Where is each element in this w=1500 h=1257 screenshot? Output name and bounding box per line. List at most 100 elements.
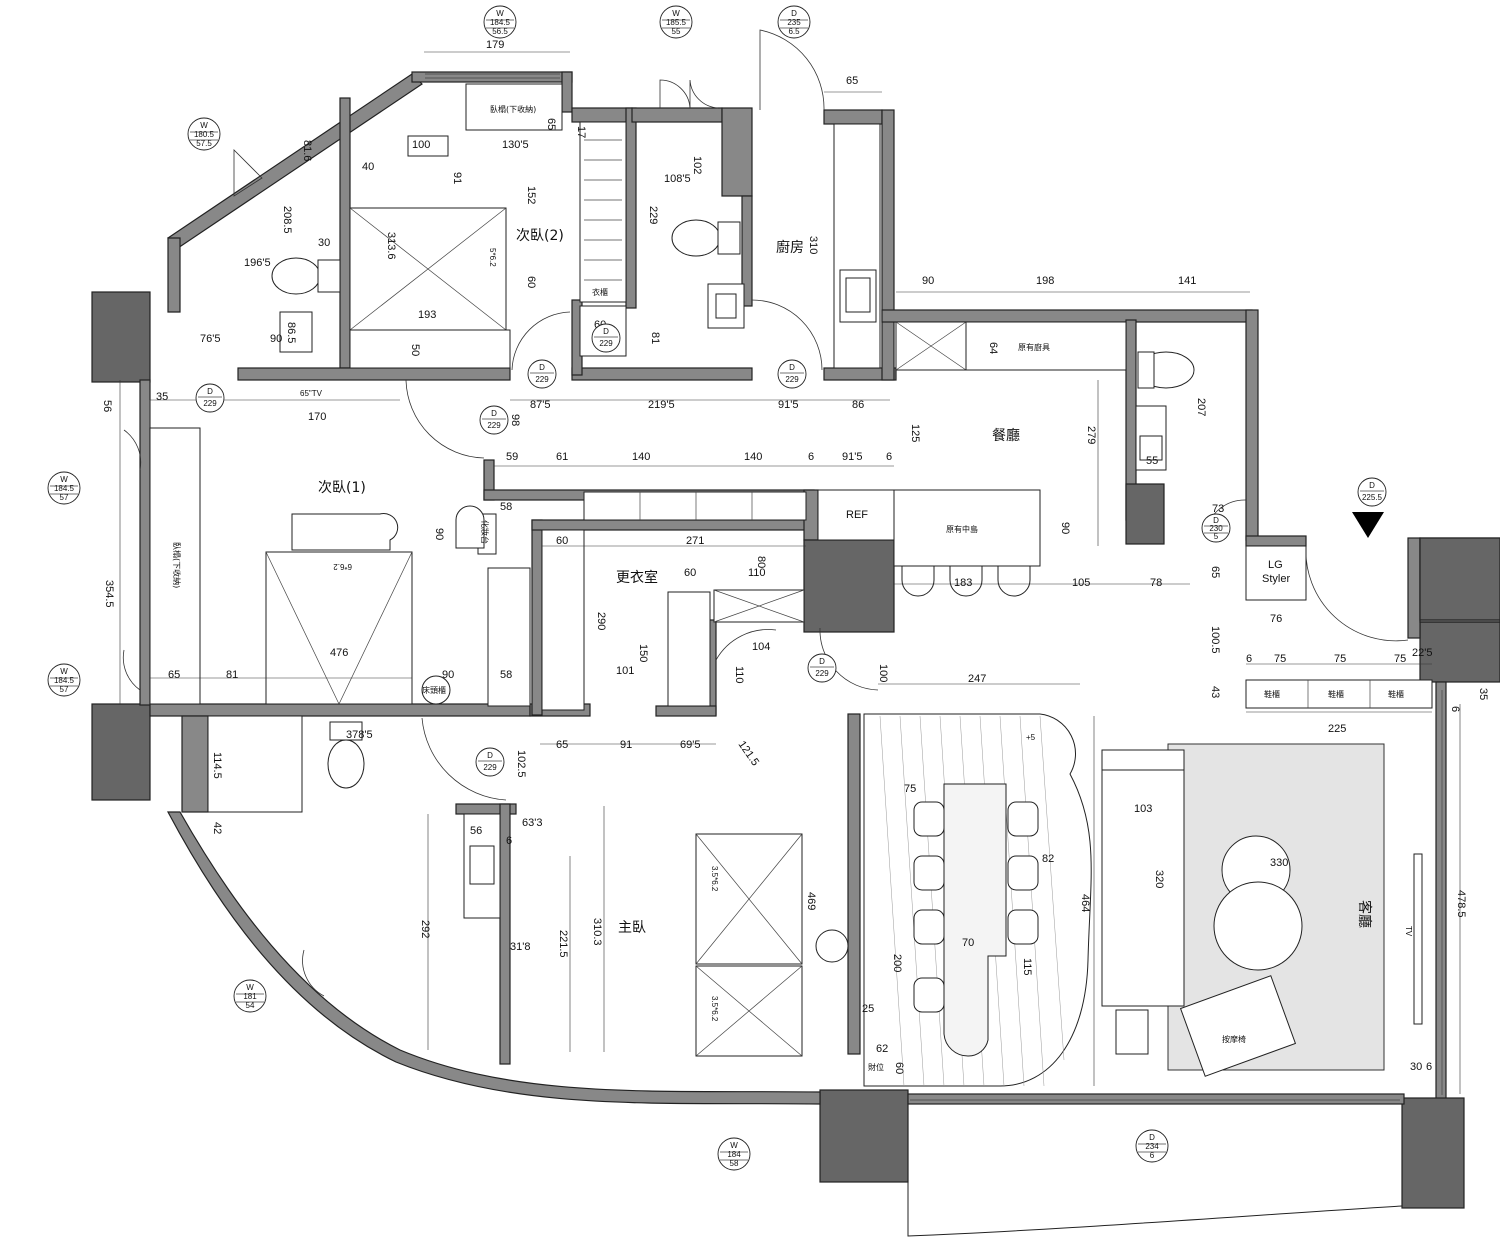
svg-text:D: D — [539, 363, 545, 372]
svg-text:6: 6 — [1150, 1151, 1155, 1160]
dim-text: 121.5 — [736, 739, 762, 768]
svg-text:225.5: 225.5 — [1362, 493, 1383, 502]
dim-text: 59 — [506, 451, 518, 463]
dim-text: 320 — [1153, 870, 1165, 888]
dim-text: 90 — [1059, 522, 1071, 534]
svg-text:55: 55 — [672, 27, 681, 36]
svg-text:229: 229 — [815, 669, 829, 678]
dim-text: 90 — [922, 275, 934, 287]
opening-tag: W 184.5 56.5 — [483, 5, 517, 39]
svg-text:57.5: 57.5 — [196, 139, 212, 148]
svg-text:W: W — [60, 475, 68, 484]
opening-tag: D 234 6 — [1135, 1129, 1169, 1163]
svg-text:58: 58 — [730, 1159, 739, 1168]
bed-size-bedroom1: 6*6.2 — [333, 562, 352, 571]
dim-text: 35 — [156, 391, 168, 403]
svg-text:235: 235 — [787, 18, 801, 27]
room-labels: 次臥(2) 次臥(1) 廚房 餐廳 更衣室 主臥 客廳 — [318, 228, 1373, 936]
dim-text: 100 — [877, 664, 889, 682]
dim-text: 76 — [1270, 613, 1282, 625]
dim-text: 193 — [418, 309, 436, 321]
dim-text: 469 — [805, 892, 817, 910]
room-kitchen: 廚房 — [776, 239, 804, 256]
dim-text: 208.5 — [281, 206, 293, 234]
dim-text: 6 — [1246, 653, 1252, 665]
dim-text: 100.5 — [1209, 626, 1221, 654]
dim-text: 58 — [500, 501, 512, 513]
opening-tag: D 230 5 — [1201, 513, 1231, 543]
dim-text: 310.3 — [591, 918, 603, 946]
dim-text: 17 — [575, 126, 587, 138]
dim-text: 179 — [486, 39, 504, 51]
svg-text:184.5: 184.5 — [490, 18, 511, 27]
svg-text:184.5: 184.5 — [54, 484, 75, 493]
dim-text: 55 — [1146, 455, 1158, 467]
dim-text: 75 — [1334, 653, 1346, 665]
dim-text: 313.6 — [385, 232, 397, 260]
dim-text: 354.5 — [103, 580, 115, 608]
label-shoe-3: 鞋櫃 — [1388, 689, 1404, 699]
room-bedroom2: 次臥(2) — [516, 228, 564, 244]
opening-tag: W 181 54 — [233, 979, 267, 1013]
svg-text:229: 229 — [599, 339, 613, 348]
dim-text: 196'5 — [244, 257, 271, 269]
dim-text: 6 — [886, 451, 892, 463]
doors — [122, 29, 1409, 997]
dim-text: 140 — [744, 451, 762, 463]
opening-tag: D 229 — [195, 383, 225, 413]
svg-text:184.5: 184.5 — [54, 676, 75, 685]
dim-text: 101 — [616, 665, 634, 677]
svg-text:D: D — [491, 409, 497, 418]
dim-text: 76'5 — [200, 333, 220, 345]
dim-text: 229 — [647, 206, 659, 224]
dim-text: 65 — [846, 75, 858, 87]
dim-text: 80 — [755, 556, 767, 568]
bed-size-master-b: 3.5*6.2 — [710, 996, 719, 1022]
dim-text: 65 — [545, 118, 557, 130]
opening-tags: W 184.5 56.5 W 185.5 55 D 235 6.5 W 180.… — [47, 5, 1387, 1171]
svg-text:184: 184 — [727, 1150, 741, 1159]
dim-text: 65 — [1209, 566, 1221, 578]
dim-text: 91 — [620, 739, 632, 751]
bed-size-master-a: 3.5*6.2 — [710, 866, 719, 892]
dim-text: 81.6 — [301, 140, 313, 161]
furniture — [149, 83, 1433, 1237]
dim-text: 219'5 — [648, 399, 675, 411]
opening-tag: W 184 58 — [717, 1137, 751, 1171]
opening-tag: D 229 — [777, 359, 807, 389]
opening-tag: D 229 — [591, 323, 621, 353]
dim-text: 6 — [1426, 1061, 1432, 1073]
label-cabinet: 財位 — [868, 1062, 884, 1072]
dim-text: 102.5 — [515, 750, 527, 778]
room-dining: 餐廳 — [992, 427, 1020, 444]
dim-text: 90 — [270, 333, 282, 345]
dim-text: 75 — [1394, 653, 1406, 665]
dim-text: 207 — [1195, 398, 1207, 416]
label-existing-island: 原有中島 — [946, 524, 978, 534]
svg-text:57: 57 — [60, 493, 69, 502]
svg-text:D: D — [791, 9, 797, 18]
dim-text: 87'5 — [530, 399, 550, 411]
room-bedroom1: 次臥(1) — [318, 480, 366, 496]
dim-text: 130'5 — [502, 139, 529, 151]
dim-text: 75 — [1274, 653, 1286, 665]
svg-text:229: 229 — [487, 421, 501, 430]
dim-text: 60 — [525, 276, 537, 288]
dim-text: 150 — [637, 644, 649, 662]
svg-text:234: 234 — [1145, 1142, 1159, 1151]
label-nightstand: 床頭櫃 — [422, 685, 446, 695]
dim-text: 82 — [1042, 853, 1054, 865]
opening-tag: D 229 — [527, 359, 557, 389]
dim-text: 86.5 — [285, 322, 297, 343]
dim-text: 61 — [556, 451, 568, 463]
svg-text:W: W — [60, 667, 68, 676]
opening-tag: W 180.5 57.5 — [187, 117, 221, 151]
svg-text:6.5: 6.5 — [788, 27, 800, 36]
dim-text: 56 — [470, 825, 482, 837]
dim-text: 75 — [904, 783, 916, 795]
svg-text:229: 229 — [203, 399, 217, 408]
label-lg: LG — [1268, 559, 1283, 571]
dim-text: 102 — [691, 156, 703, 174]
label-bed-storage-1: 臥榻(下收納) — [172, 542, 182, 588]
label-existing-kitchen: 原有廚具 — [1018, 342, 1050, 352]
